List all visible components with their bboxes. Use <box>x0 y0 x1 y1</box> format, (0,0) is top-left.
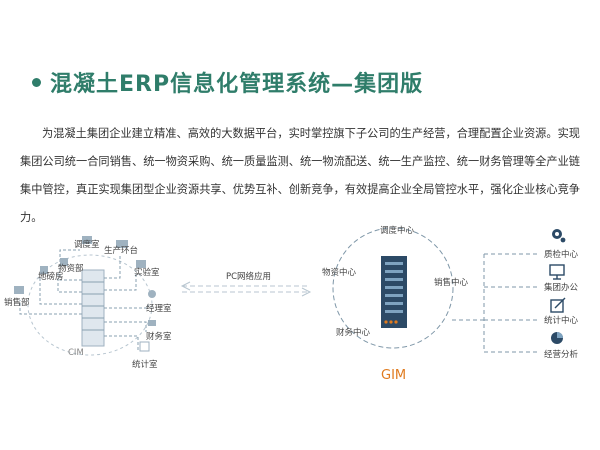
architecture-diagram: 调度室 生产环台 物资部 实验室 地磅房 销售部 经理室 财务室 统计室 CIM… <box>0 210 600 450</box>
pie-chart-icon <box>551 332 563 344</box>
link-label: PC网络应用 <box>226 272 272 282</box>
cim-node-label: 财务室 <box>146 332 172 342</box>
edit-icon <box>550 297 566 313</box>
cim-node-label: 实验室 <box>134 268 160 278</box>
diagram-svg <box>14 227 566 356</box>
cim-label: CIM <box>68 348 84 358</box>
cim-node-label: 地磅房 <box>38 272 64 282</box>
cim-node-label: 经理室 <box>146 304 172 314</box>
page-title: 混凝土ERP信息化管理系统—集团版 <box>50 72 424 97</box>
cim-node-label: 生产环台 <box>104 246 139 256</box>
right-item-label: 统计中心 <box>544 316 579 326</box>
right-item-label: 质检中心 <box>544 250 579 260</box>
title-bullet <box>32 77 41 87</box>
cim-node-label: 调度室 <box>74 240 100 250</box>
link-arrows <box>180 281 312 297</box>
description-paragraph: 为混凝土集团企业建立精准、高效的大数据平台，实时掌控旗下子公司的生产经营，合理配… <box>20 127 580 224</box>
gim-label: GIM <box>381 368 407 383</box>
title-row: 混凝土ERP信息化管理系统—集团版 <box>32 64 423 100</box>
monitor-icon <box>549 264 565 280</box>
right-item-label: 经营分析 <box>544 350 579 360</box>
cim-node-label: 销售部 <box>4 298 30 308</box>
cim-cluster <box>14 236 156 356</box>
cim-node-label: 统计室 <box>132 360 158 370</box>
gim-node-label: 财务中心 <box>336 328 371 338</box>
cim-node-label: 物资部 <box>58 264 84 274</box>
right-item-label: 集团办公 <box>544 283 579 293</box>
right-connectors <box>452 253 538 353</box>
gim-node-label: 物资中心 <box>322 268 357 278</box>
gim-node-label: 调度中心 <box>380 226 415 236</box>
gim-node-label: 销售中心 <box>434 278 469 288</box>
gear-icon <box>552 229 566 243</box>
gim-cluster <box>332 227 454 349</box>
